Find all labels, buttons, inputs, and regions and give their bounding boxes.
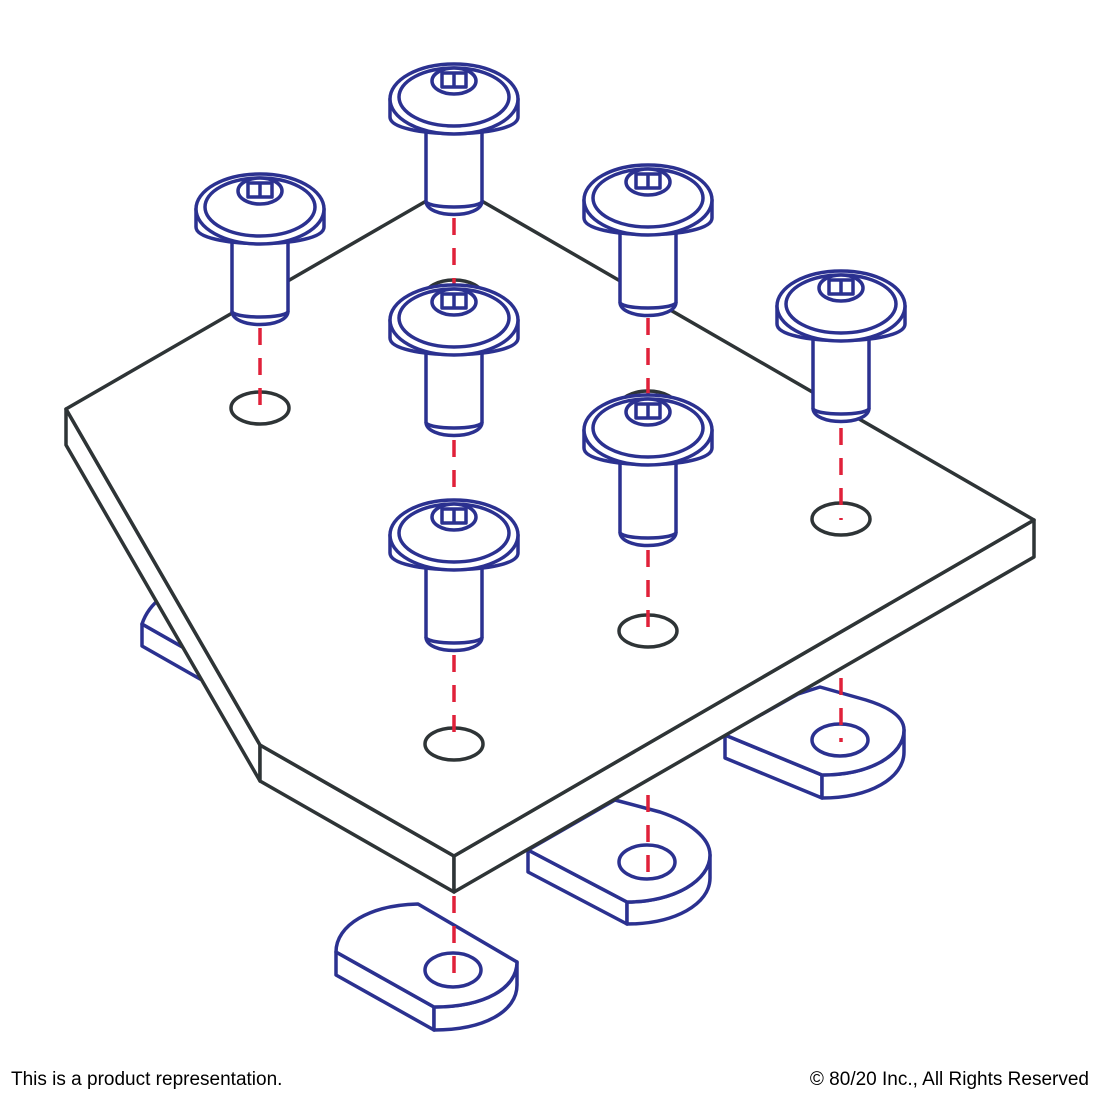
t-nut-center (526, 798, 712, 926)
product-disclaimer: This is a product representation. (11, 1069, 283, 1090)
button-head-bolt (388, 62, 520, 217)
alignment-lines (258, 218, 843, 975)
joining-plate (64, 183, 1036, 894)
t-nut-front (334, 902, 519, 1032)
copyright-notice: © 80/20 Inc., All Rights Reserved (809, 1069, 1089, 1090)
plate-top-face (64, 183, 1036, 858)
